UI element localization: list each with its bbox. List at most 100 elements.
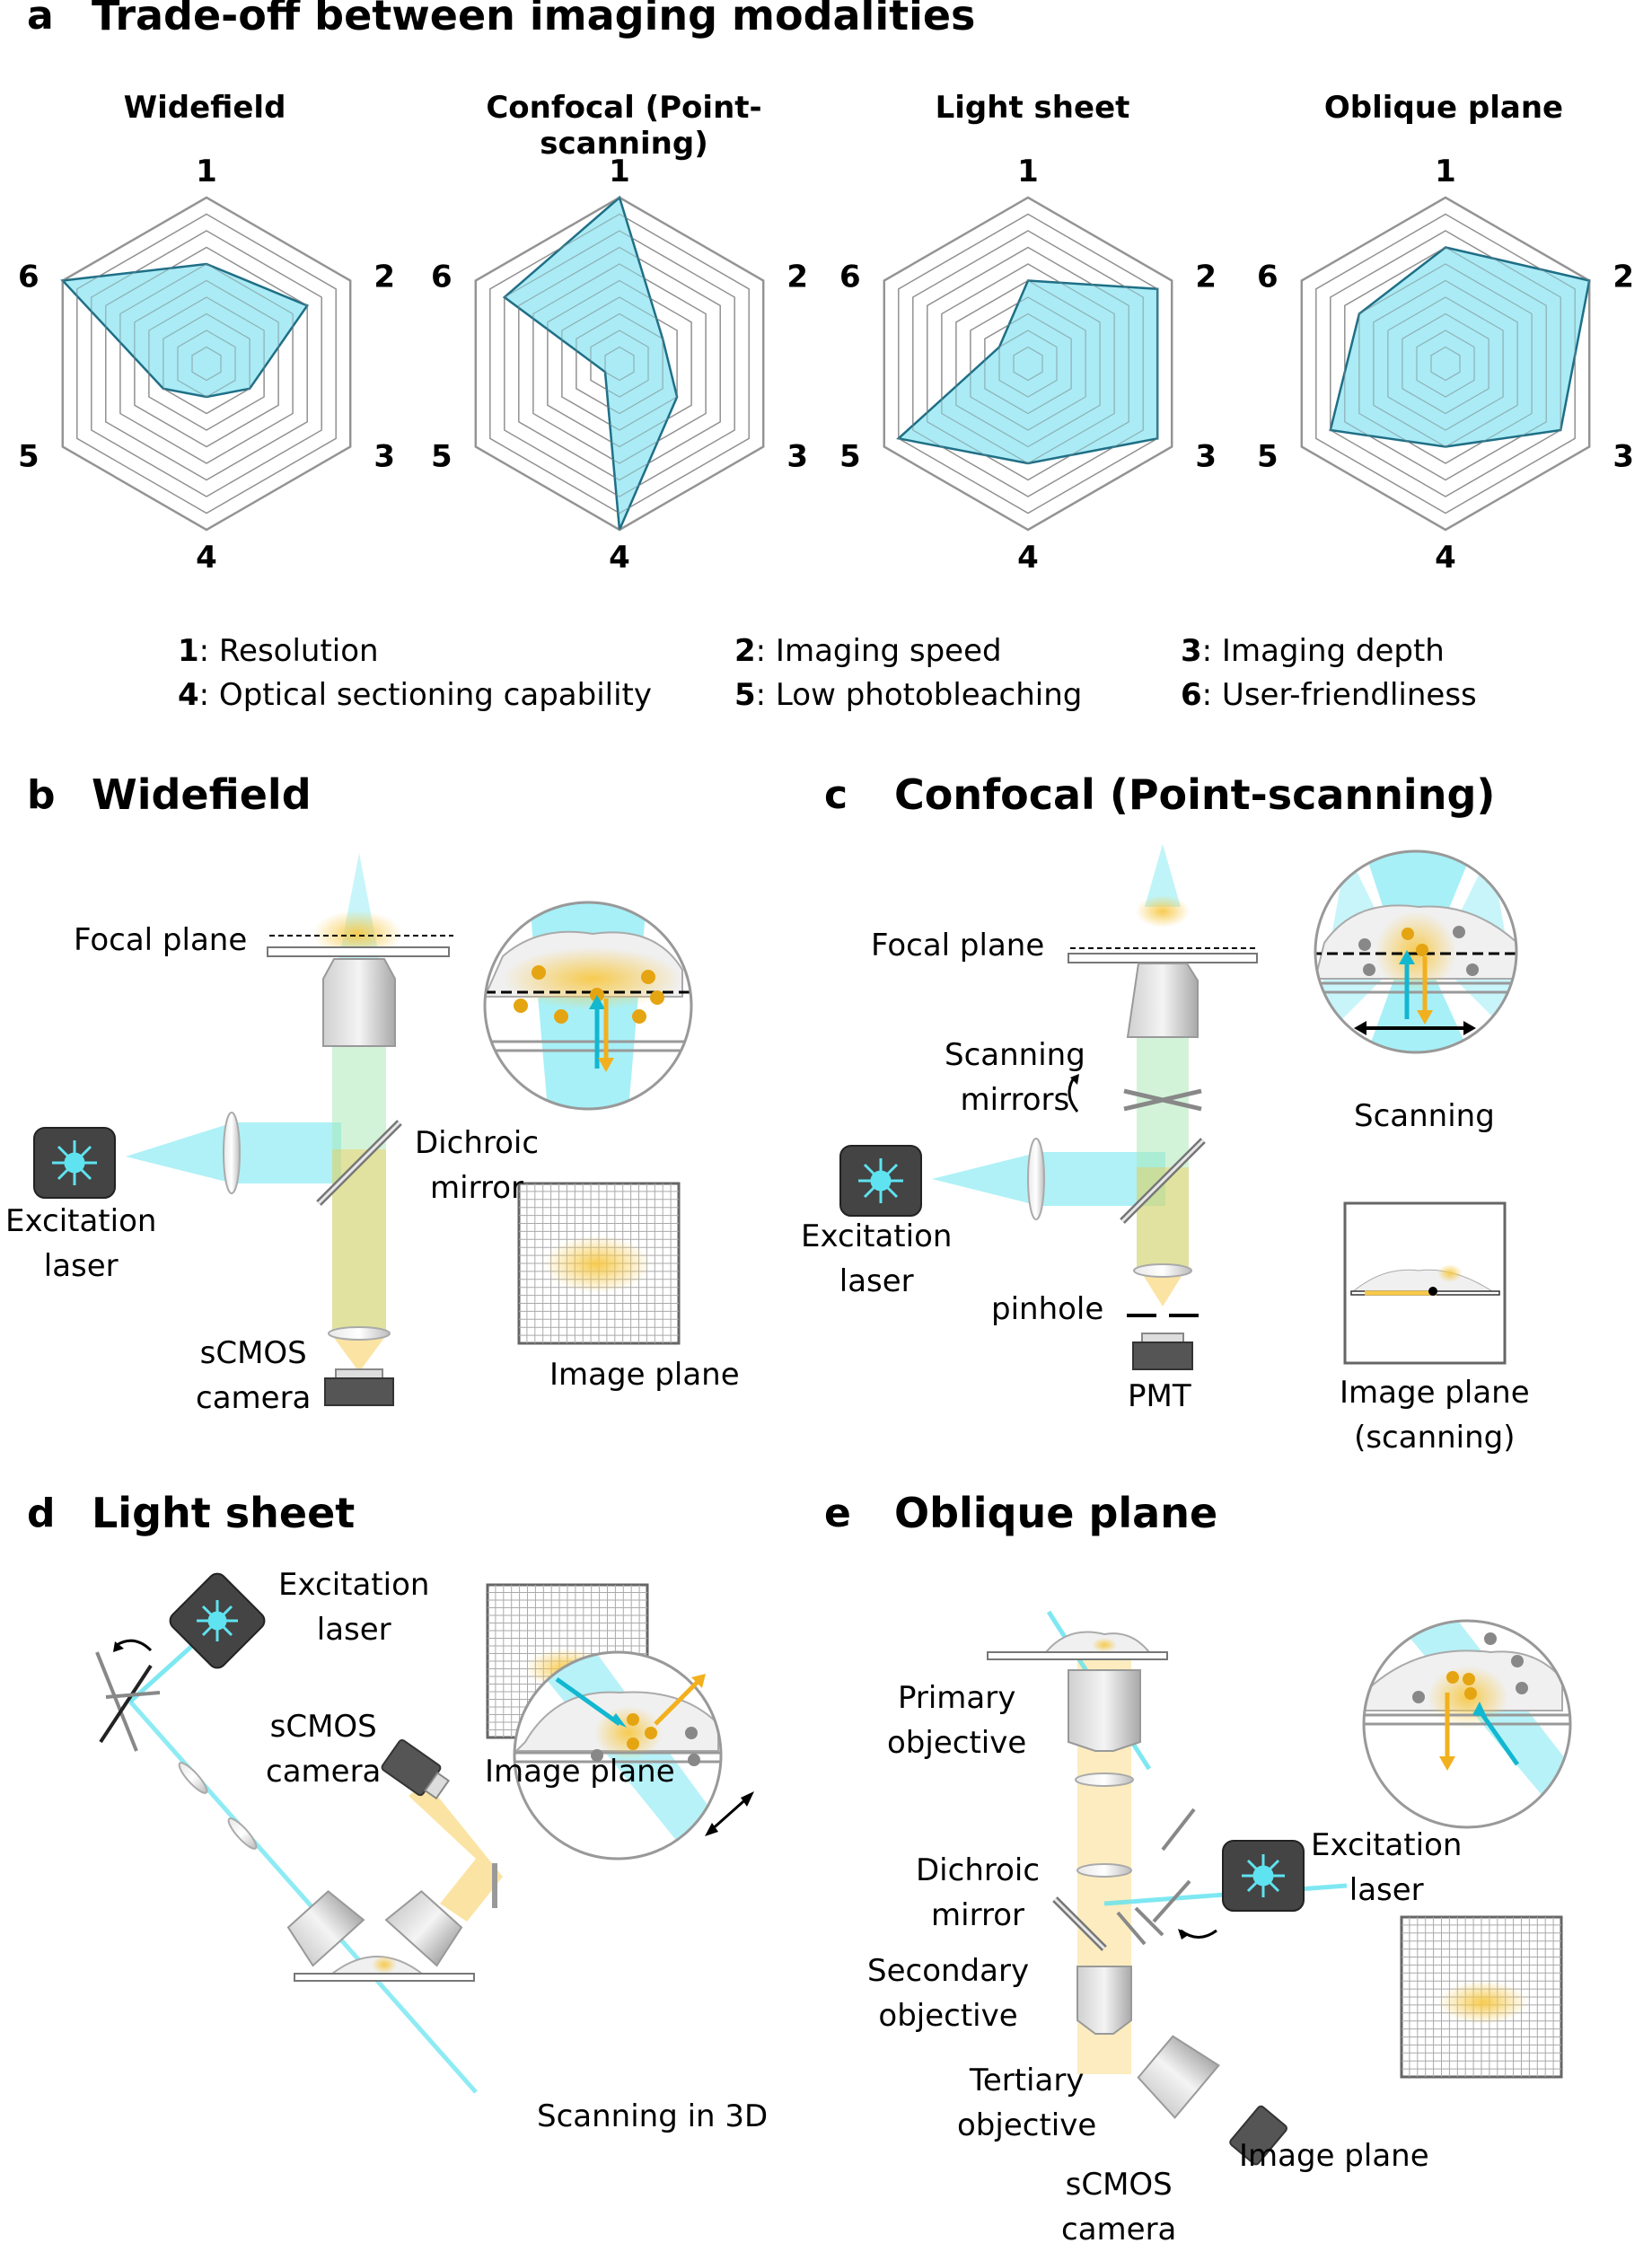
panel-e-letter: e <box>824 1491 851 1536</box>
radar-axis-number: 3 <box>786 439 808 475</box>
scanning-arrow <box>1068 1078 1079 1113</box>
radar-grid-overlay <box>590 330 649 398</box>
radar-axis-number: 4 <box>196 540 217 576</box>
focal-glow <box>312 910 402 957</box>
objective <box>322 958 396 1047</box>
c-focal-plane-label: Focal plane <box>871 928 1045 963</box>
radar-grid-overlay <box>1315 213 1576 515</box>
camera-cone <box>334 1338 384 1372</box>
radar-axis-number: 5 <box>18 439 40 475</box>
radar-axis-number: 1 <box>609 154 630 189</box>
radar-grid-overlay <box>955 279 1101 448</box>
emission-beam <box>332 1042 386 1333</box>
radar-axis-number: 1 <box>196 154 217 189</box>
panel-a-title: Trade-off between imaging modalities <box>92 0 976 40</box>
panel-b-title: Widefield <box>92 770 312 819</box>
legend-item-5: 5: Low photobleaching <box>734 677 1083 713</box>
radar-grid-overlay <box>1330 230 1561 497</box>
legend-item-1: 1: Resolution <box>178 633 379 669</box>
panel-c-letter: c <box>824 772 848 818</box>
radar-axis-number: 6 <box>839 260 861 295</box>
radar-grid-overlay <box>912 230 1144 497</box>
radar-axis-number: 5 <box>839 439 861 475</box>
radar-grid-overlay <box>91 230 322 497</box>
radar-grid-overlay <box>1013 346 1043 382</box>
d-scanning-3d-label: Scanning in 3D <box>537 2098 769 2134</box>
radar-grid-overlay <box>1430 346 1461 382</box>
radar-grid-overlay <box>489 213 750 515</box>
legend-item-4: 4: Optical sectioning capability <box>178 677 652 713</box>
legend-item-2: 2: Imaging speed <box>734 633 1002 669</box>
radar-grid-overlay <box>475 197 764 531</box>
radar-data-polygon <box>1329 246 1591 448</box>
widefield-diagram <box>33 853 693 1406</box>
radar-grid-overlay <box>134 279 279 448</box>
b-image-plane-label: Image plane <box>549 1357 740 1393</box>
panel-c-title: Confocal (Point-scanning) <box>894 770 1496 819</box>
radar-axis-number: 4 <box>1017 540 1039 576</box>
panel-e-title: Oblique plane <box>894 1489 1218 1537</box>
image-blur <box>543 1236 651 1293</box>
radar-grid-overlay <box>984 312 1072 415</box>
radar-grid-overlay <box>547 279 692 448</box>
radar-grid-overlay <box>576 312 663 415</box>
radar-axis-number: 6 <box>1257 260 1279 295</box>
excitation-lens <box>223 1112 241 1194</box>
radar-axis-number: 4 <box>609 540 630 576</box>
radar-axis-number: 3 <box>1195 439 1217 475</box>
radar-grid-overlay <box>105 246 308 481</box>
c-pmt-label: PMT <box>1128 1378 1191 1414</box>
radar-axis-number: 2 <box>786 260 808 295</box>
c-pinhole-label: pinhole <box>991 1291 1104 1327</box>
radar-grid-overlay <box>927 246 1129 481</box>
zoom-circle <box>483 901 693 1111</box>
radar-title-confocal: Confocal (Point-scanning) <box>486 90 762 162</box>
radar-grid-overlay <box>970 296 1086 431</box>
excitation-beam <box>126 1122 233 1183</box>
radar-grid-overlay <box>1387 296 1504 431</box>
scanning-mirror-2 <box>1123 1088 1202 1112</box>
d-image-plane-label: Image plane <box>485 1754 675 1790</box>
radar-grid-overlay <box>1373 279 1518 448</box>
radar-axis-number: 1 <box>1017 154 1039 189</box>
radar-axis-number: 6 <box>431 260 453 295</box>
radar-grid-overlay <box>163 312 250 415</box>
radar-grid-overlay <box>1358 263 1533 464</box>
radar-axis-number: 2 <box>1195 260 1217 295</box>
radar-axis-number: 5 <box>1257 439 1279 475</box>
radar-axis-number: 1 <box>1435 154 1456 189</box>
b-focal-plane-label: Focal plane <box>74 922 248 958</box>
radar-axis-number: 2 <box>1612 260 1634 295</box>
panel-b-letter: b <box>27 772 56 818</box>
sample-slide <box>267 946 450 957</box>
radar-axis-number: 4 <box>1435 540 1456 576</box>
panel-d-title: Light sheet <box>92 1489 356 1537</box>
radar-title-lightsheet: Light sheet <box>935 90 1130 126</box>
radar-title-widefield: Widefield <box>123 90 286 126</box>
radar-grid-overlay <box>883 197 1173 531</box>
radar-grid-overlay <box>898 213 1158 515</box>
radar-data-polygon <box>896 279 1159 465</box>
radar-grid-overlay <box>1402 312 1489 415</box>
radar-grid-overlay <box>76 213 337 515</box>
radar-axis-number: 6 <box>18 260 40 295</box>
radar-grid-overlay <box>504 230 735 497</box>
radar-grid-overlay <box>177 330 236 398</box>
panel-d-letter: d <box>27 1491 56 1536</box>
radar-grid-overlay <box>561 296 678 431</box>
excitation-beam-collimated <box>233 1122 341 1183</box>
radar-title-oblique: Oblique plane <box>1323 90 1564 126</box>
radar-grid-overlay <box>604 346 635 382</box>
radar-grid-overlay <box>119 263 294 464</box>
